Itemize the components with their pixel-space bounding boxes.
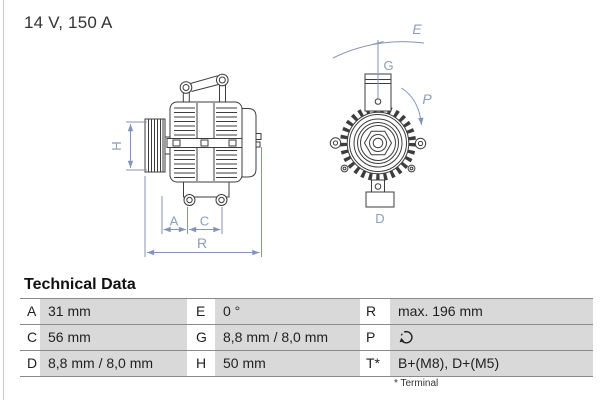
param-key: C [20, 325, 40, 350]
dim-label-h: H [109, 141, 124, 150]
mounting-bracket-bottom [183, 181, 230, 206]
side-view-dimensions: H A C R [109, 121, 262, 257]
dim-label-e: E [412, 21, 422, 37]
table-row: A 31 mm E 0 ° R max. 196 mm [20, 299, 593, 325]
param-value: 50 mm [215, 351, 360, 376]
param-value: B+(M8), D+(M5) [390, 351, 593, 376]
param-value: 56 mm [40, 325, 187, 350]
shaft-hex-nut [363, 130, 393, 156]
terminal-footnote: * Terminal [394, 378, 439, 389]
param-key: H [187, 351, 215, 376]
param-value: 8,8 mm / 8,0 mm [215, 325, 360, 350]
dim-label-d: D [375, 211, 384, 226]
front-bottom-lug [365, 179, 395, 208]
dim-label-p: P [422, 91, 432, 107]
table-row: D 8,8 mm / 8,0 mm H 50 mm T* B+(M8), D+(… [20, 351, 593, 377]
table-heading: Technical Data [24, 276, 136, 293]
rear-cover [241, 108, 262, 178]
technical-data-table: A 31 mm E 0 ° R max. 196 mm C 56 mm G 8,… [20, 298, 593, 377]
page-left-border [3, 0, 4, 400]
dim-label-c: C [200, 214, 209, 229]
dim-label-r: R [197, 235, 207, 251]
param-key: R [360, 299, 390, 324]
param-key: D [20, 351, 40, 376]
param-key: G [187, 325, 215, 350]
dim-label-g: G [384, 58, 394, 73]
front-view-dimensions: E G P D [332, 21, 432, 226]
technical-drawings: H A C R [109, 21, 432, 257]
vent-teeth-ring [340, 105, 416, 181]
param-value: 8,8 mm / 8,0 mm [40, 351, 187, 376]
param-value: 31 mm [40, 299, 187, 324]
param-key: P [360, 325, 390, 350]
alternator-body [166, 101, 245, 183]
mounting-lugs-top [179, 73, 229, 102]
param-value: 0 ° [215, 299, 360, 324]
dim-label-a: A [170, 214, 179, 229]
param-key: A [20, 299, 40, 324]
param-key: E [187, 299, 215, 324]
pulley [144, 118, 171, 173]
param-value-icon-cell [390, 325, 593, 350]
param-key: T* [360, 351, 390, 376]
param-value: max. 196 mm [390, 299, 593, 324]
table-row: C 56 mm G 8,8 mm / 8,0 mm P [20, 325, 593, 351]
rotation-direction-icon [399, 330, 413, 344]
spec-title: 14 V, 150 A [24, 13, 113, 32]
alternator-front-view [329, 73, 427, 208]
alternator-side-view [144, 73, 262, 206]
front-pulley-face [349, 114, 407, 172]
